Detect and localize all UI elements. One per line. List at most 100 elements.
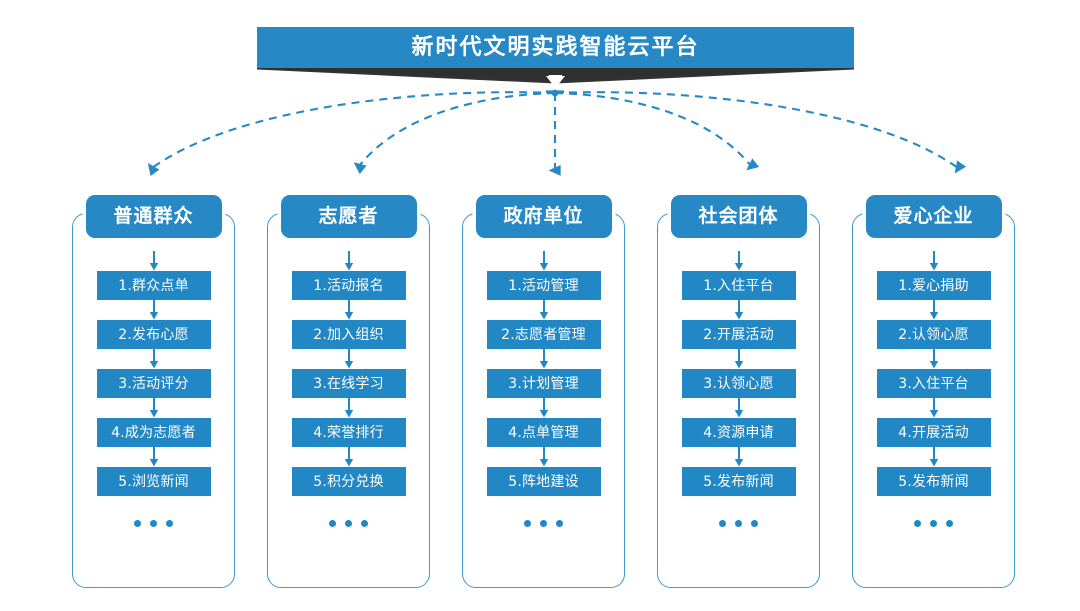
list-item[interactable]: 2.认领心愿 — [876, 320, 991, 349]
column-body: 1.爱心捐助 2.认领心愿 3.入住平台 4.开展活动 5.发布新闻 — [852, 251, 1015, 528]
more-items-ellipsis — [524, 518, 563, 528]
column-header-ordinary-public[interactable]: 普通群众 — [85, 195, 222, 238]
list-item[interactable]: 5.发布新闻 — [681, 467, 796, 496]
list-item[interactable]: 4.资源申请 — [681, 418, 796, 447]
column-charity-enterprise: 爱心企业 1.爱心捐助 2.认领心愿 3.入住平台 4.开展活动 5.发布新闻 — [852, 195, 1015, 588]
list-item-label: 4.点单管理 — [508, 424, 579, 441]
down-arrow-icon — [149, 447, 158, 467]
list-item[interactable]: 4.点单管理 — [486, 418, 601, 447]
list-item[interactable]: 5.积分兑换 — [291, 467, 406, 496]
down-arrow-icon — [539, 251, 548, 271]
list-item-label: 3.入住平台 — [898, 375, 969, 392]
down-arrow-icon — [734, 349, 743, 369]
down-arrow-icon — [149, 398, 158, 418]
column-header-charity-enterprise[interactable]: 爱心企业 — [865, 195, 1002, 238]
list-item-label: 5.阵地建设 — [508, 473, 579, 490]
list-item-label: 5.发布新闻 — [703, 473, 774, 490]
list-item-label: 4.荣誉排行 — [313, 424, 384, 441]
down-arrow-icon — [539, 447, 548, 467]
list-item[interactable]: 3.计划管理 — [486, 369, 601, 398]
list-item[interactable]: 1.活动管理 — [486, 271, 601, 300]
down-arrow-icon — [344, 251, 353, 271]
more-items-ellipsis — [914, 518, 953, 528]
column-header-label: 爱心企业 — [893, 205, 974, 227]
column-header-social-group[interactable]: 社会团体 — [670, 195, 807, 238]
list-item[interactable]: 5.阵地建设 — [486, 467, 601, 496]
list-item-label: 5.积分兑换 — [313, 473, 384, 490]
list-item-label: 3.认领心愿 — [703, 375, 774, 392]
list-item[interactable]: 1.入住平台 — [681, 271, 796, 300]
list-item[interactable]: 2.加入组织 — [291, 320, 406, 349]
column-social-group: 社会团体 1.入住平台 2.开展活动 3.认领心愿 4.资源申请 5.发布新闻 — [657, 195, 820, 588]
down-arrow-icon — [539, 398, 548, 418]
column-header-government-unit[interactable]: 政府单位 — [475, 195, 612, 238]
list-item-label: 1.爱心捐助 — [898, 277, 969, 294]
list-item-label: 2.开展活动 — [703, 326, 774, 343]
list-item[interactable]: 1.爱心捐助 — [876, 271, 991, 300]
list-item-label: 5.浏览新闻 — [118, 473, 189, 490]
list-item-label: 4.资源申请 — [703, 424, 774, 441]
list-item[interactable]: 3.活动评分 — [96, 369, 211, 398]
column-body: 1.群众点单 2.发布心愿 3.活动评分 4.成为志愿者 5.浏览新闻 — [72, 251, 235, 528]
column-ordinary-public: 普通群众 1.群众点单 2.发布心愿 3.活动评分 4.成为志愿者 5.浏览新闻 — [72, 195, 235, 588]
list-item[interactable]: 5.发布新闻 — [876, 467, 991, 496]
list-item-label: 2.加入组织 — [313, 326, 384, 343]
list-item-label: 4.成为志愿者 — [111, 424, 196, 441]
list-item-label: 2.发布心愿 — [118, 326, 189, 343]
list-item[interactable]: 2.发布心愿 — [96, 320, 211, 349]
list-item-label: 4.开展活动 — [898, 424, 969, 441]
list-item-label: 3.在线学习 — [313, 375, 384, 392]
down-arrow-icon — [734, 251, 743, 271]
column-header-volunteer[interactable]: 志愿者 — [280, 195, 417, 238]
list-item-label: 1.群众点单 — [118, 277, 189, 294]
down-arrow-icon — [344, 398, 353, 418]
list-item[interactable]: 5.浏览新闻 — [96, 467, 211, 496]
list-item[interactable]: 1.活动报名 — [291, 271, 406, 300]
down-arrow-icon — [734, 447, 743, 467]
column-body: 1.活动报名 2.加入组织 3.在线学习 4.荣誉排行 5.积分兑换 — [267, 251, 430, 528]
column-header-label: 政府单位 — [503, 205, 584, 227]
down-arrow-icon — [929, 398, 938, 418]
list-item-label: 1.活动管理 — [508, 277, 579, 294]
list-item-label: 5.发布新闻 — [898, 473, 969, 490]
list-item-label: 3.计划管理 — [508, 375, 579, 392]
list-item[interactable]: 4.成为志愿者 — [96, 418, 211, 447]
list-item[interactable]: 1.群众点单 — [96, 271, 211, 300]
list-item[interactable]: 2.开展活动 — [681, 320, 796, 349]
more-items-ellipsis — [329, 518, 368, 528]
down-arrow-icon — [929, 349, 938, 369]
down-arrow-icon — [344, 447, 353, 467]
list-item-label: 2.认领心愿 — [898, 326, 969, 343]
down-arrow-icon — [344, 300, 353, 320]
down-arrow-icon — [149, 251, 158, 271]
column-header-label: 志愿者 — [318, 205, 379, 227]
down-arrow-icon — [929, 300, 938, 320]
down-arrow-icon — [929, 447, 938, 467]
down-arrow-icon — [149, 349, 158, 369]
column-body: 1.活动管理 2.志愿者管理 3.计划管理 4.点单管理 5.阵地建设 — [462, 251, 625, 528]
platform-title-text: 新时代文明实践智能云平台 — [411, 34, 700, 60]
column-volunteer: 志愿者 1.活动报名 2.加入组织 3.在线学习 4.荣誉排行 5.积分兑换 — [267, 195, 430, 588]
list-item[interactable]: 3.在线学习 — [291, 369, 406, 398]
list-item[interactable]: 2.志愿者管理 — [486, 320, 601, 349]
platform-title-banner: 新时代文明实践智能云平台 — [257, 27, 854, 68]
down-arrow-icon — [149, 300, 158, 320]
list-item-label: 1.入住平台 — [703, 277, 774, 294]
list-item[interactable]: 4.荣誉排行 — [291, 418, 406, 447]
down-arrow-icon — [734, 398, 743, 418]
down-arrow-icon — [539, 349, 548, 369]
list-item[interactable]: 3.认领心愿 — [681, 369, 796, 398]
column-header-label: 社会团体 — [698, 205, 779, 227]
more-items-ellipsis — [134, 518, 173, 528]
list-item-label: 1.活动报名 — [313, 277, 384, 294]
list-item-label: 3.活动评分 — [118, 375, 189, 392]
list-item[interactable]: 4.开展活动 — [876, 418, 991, 447]
down-arrow-icon — [539, 300, 548, 320]
column-government-unit: 政府单位 1.活动管理 2.志愿者管理 3.计划管理 4.点单管理 5.阵地建设 — [462, 195, 625, 588]
down-arrow-icon — [929, 251, 938, 271]
down-arrow-icon — [344, 349, 353, 369]
list-item[interactable]: 3.入住平台 — [876, 369, 991, 398]
more-items-ellipsis — [719, 518, 758, 528]
